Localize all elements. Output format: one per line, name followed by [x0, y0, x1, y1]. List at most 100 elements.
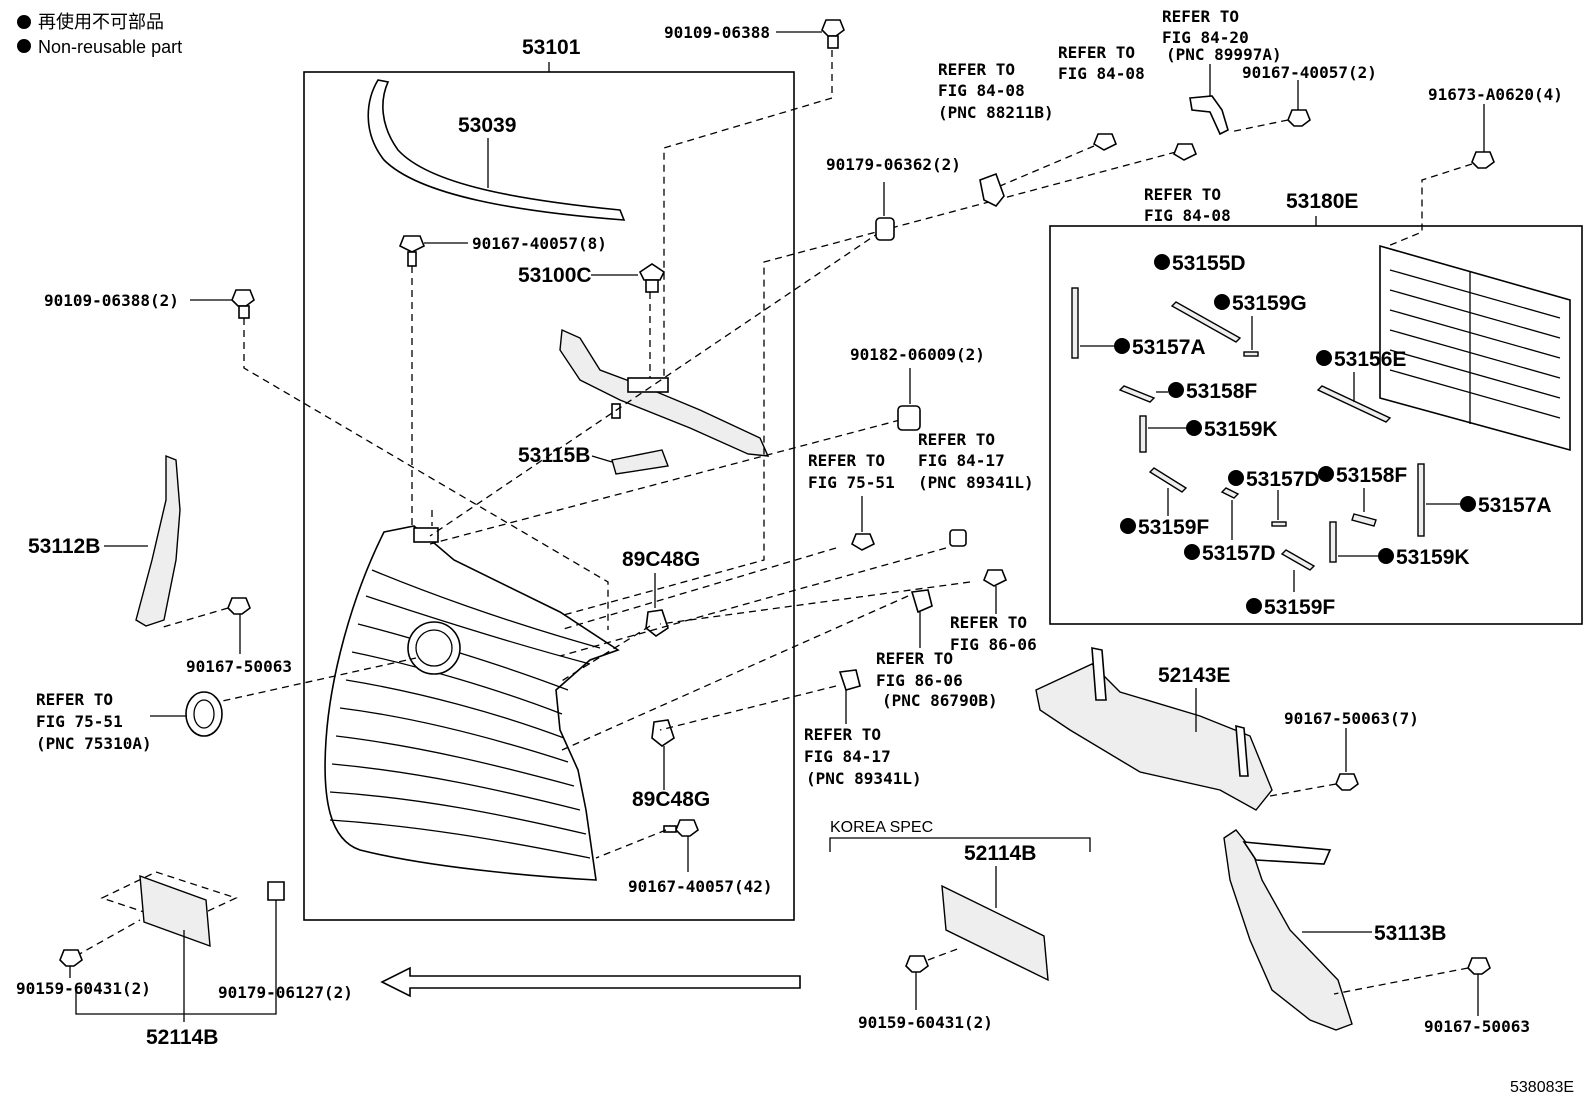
svg-text:REFER TO: REFER TO — [36, 690, 113, 709]
svg-text:FIG 84-08: FIG 84-08 — [938, 81, 1025, 100]
front-direction-arrow — [380, 966, 801, 998]
svg-text:REFER TO: REFER TO — [808, 451, 885, 470]
part-label: 90167-40057(2) — [1242, 63, 1377, 82]
svg-text:REFER TO: REFER TO — [950, 613, 1027, 632]
bolt-90109-left[interactable]: 90109-06388(2) — [44, 289, 255, 319]
seals-group: 53155D 53159G 53157A 53156E 53158F 53159… — [1071, 252, 1552, 619]
ref-86-06-a: REFER TO FIG 86-06 — [950, 569, 1037, 654]
part-53113B[interactable]: 53113B — [1223, 829, 1446, 1031]
main-grille — [324, 525, 620, 881]
part-label: 90109-06388(2) — [44, 291, 179, 310]
svg-text:FIG 86-06: FIG 86-06 — [876, 671, 963, 690]
svg-text:FIG 84-08: FIG 84-08 — [1058, 64, 1145, 83]
svg-text:(PNC 89341L): (PNC 89341L) — [806, 769, 922, 788]
part-89C48G-lower[interactable]: 89C48G — [632, 719, 710, 811]
ref-84-17-b: REFER TO FIG 84-17 (PNC 89341L) — [804, 669, 922, 788]
part-label: 52143E — [1158, 664, 1230, 687]
part-label: 53039 — [458, 114, 516, 137]
korea-spec-label: KOREA SPEC — [830, 819, 933, 836]
legend: 再使用不可部品 Non-reusable part — [17, 12, 182, 57]
bolt-90109-top[interactable]: 90109-06388 — [664, 19, 845, 49]
bolt-90167-50063-left[interactable]: 90167-50063 — [159, 597, 292, 676]
diagram-id: 538083E — [1510, 1079, 1574, 1096]
part-label: 53112B — [28, 535, 100, 558]
bolt-90179-06362[interactable]: 90179-06362(2) — [826, 155, 961, 241]
bolt-90182-06009[interactable]: 90182-06009(2) — [850, 345, 985, 431]
shutter-assembly-group: 53180E — [1049, 190, 1583, 625]
part-label: 90167-40057(42) — [628, 877, 773, 896]
svg-text:FIG 84-17: FIG 84-17 — [918, 451, 1005, 470]
bottom-plate-group: 52114B — [75, 871, 285, 1049]
part-label: 90159-60431(2) — [16, 979, 151, 998]
part-52143E[interactable]: 52143E — [1035, 647, 1273, 811]
dashed-leaders-grille — [199, 50, 1177, 859]
seal-label: 53157A — [1478, 494, 1552, 517]
ref-84-08-b: REFER TO FIG 84-08 — [999, 43, 1145, 187]
legend-en: Non-reusable part — [38, 37, 182, 57]
seal-label: 53159F — [1264, 596, 1335, 619]
seal-label: 53156E — [1334, 348, 1406, 371]
seal-label: 53159G — [1232, 292, 1307, 315]
ref-84-20-pnc89997A: REFER TO FIG 84-20 (PNC 89997A) — [1162, 7, 1282, 136]
part-89C48G-upper[interactable]: 89C48G — [622, 548, 700, 637]
part-53115B[interactable]: 53115B — [518, 444, 669, 475]
shutter-assembly-label: 53180E — [1286, 190, 1358, 213]
svg-text:REFER TO: REFER TO — [1144, 185, 1221, 204]
grille-assembly-group: 53101 — [303, 36, 795, 921]
bolt-90159-korea[interactable]: 90159-60431(2) — [858, 947, 993, 1032]
part-label: 90182-06009(2) — [850, 345, 985, 364]
svg-text:REFER TO: REFER TO — [1162, 7, 1239, 26]
svg-text:(PNC 86790B): (PNC 86790B) — [882, 691, 998, 710]
part-label: 90167-40057(8) — [472, 234, 607, 253]
bolt-90167-42[interactable]: 90167-40057(42) — [628, 819, 773, 896]
bolt-90167-40057-2[interactable]: 90167-40057(2) — [1229, 63, 1377, 133]
seal-label: 53158F — [1186, 380, 1257, 403]
ref-86-06-b: REFER TO FIG 86-06 (PNC 86790B) — [876, 589, 998, 710]
korea-plate-label: 52114B — [964, 842, 1036, 865]
part-label: 90179-06127(2) — [218, 983, 353, 1002]
part-53039[interactable]: 53039 — [367, 79, 626, 221]
svg-text:FIG 86-06: FIG 86-06 — [950, 635, 1037, 654]
part-label: 53115B — [518, 444, 590, 467]
part-53112B[interactable]: 53112B — [28, 454, 181, 627]
part-label: 53100C — [518, 264, 592, 287]
ref-84-08-pnc88211B: REFER TO FIG 84-08 (PNC 88211B) — [938, 60, 1054, 208]
part-label: 90167-50063 — [1424, 1017, 1530, 1036]
svg-text:(PNC 89997A): (PNC 89997A) — [1166, 45, 1282, 64]
bolt-91673-A0620[interactable]: 91673-A0620(4) — [1387, 85, 1563, 247]
part-label: 53113B — [1374, 922, 1446, 945]
part-label: 89C48G — [632, 788, 710, 811]
bolt-90179-06127[interactable]: 90179-06127(2) — [218, 983, 353, 1002]
ref-75-51-a: REFER TO FIG 75-51 — [808, 451, 895, 551]
svg-text:(PNC 88211B): (PNC 88211B) — [938, 103, 1054, 122]
seal-label: 53158F — [1336, 464, 1407, 487]
seal-label: 53159F — [1138, 516, 1209, 539]
ref-84-08-c: REFER TO FIG 84-08 — [1144, 143, 1231, 225]
seal-label: 53157D — [1202, 542, 1276, 565]
bolt-90167-50063-7[interactable]: 90167-50063(7) — [1269, 709, 1419, 797]
bolt-90159-left[interactable]: 90159-60431(2) — [16, 949, 151, 998]
bolt-90167-8[interactable]: 90167-40057(8) — [398, 234, 607, 267]
ref-84-17-a: REFER TO FIG 84-17 (PNC 89341L) — [918, 430, 1034, 547]
part-label: 90167-50063 — [186, 657, 292, 676]
part-label: 90159-60431(2) — [858, 1013, 993, 1032]
emblem-part[interactable] — [150, 691, 223, 737]
shutter-frame — [1379, 244, 1571, 452]
part-label: 90167-50063(7) — [1284, 709, 1419, 728]
bottom-plate-label: 52114B — [146, 1026, 218, 1049]
ref-75-51-emblem: REFER TO FIG 75-51 (PNC 75310A) — [36, 690, 152, 753]
svg-text:FIG 75-51: FIG 75-51 — [808, 473, 895, 492]
svg-text:REFER TO: REFER TO — [876, 649, 953, 668]
grille-assembly-label: 53101 — [522, 36, 581, 59]
upper-grille-bracket — [559, 328, 770, 457]
bolt-90167-50063-right[interactable]: 90167-50063 — [1333, 957, 1530, 1036]
seal-label: 53157A — [1132, 336, 1206, 359]
nonreusable-dot-icon — [17, 15, 31, 29]
svg-text:REFER TO: REFER TO — [804, 725, 881, 744]
part-label: 91673-A0620(4) — [1428, 85, 1563, 104]
seal-label: 53159K — [1396, 546, 1470, 569]
seal-label: 53159K — [1204, 418, 1278, 441]
svg-text:(PNC 75310A): (PNC 75310A) — [36, 734, 152, 753]
part-53100C[interactable]: 53100C — [518, 263, 666, 293]
